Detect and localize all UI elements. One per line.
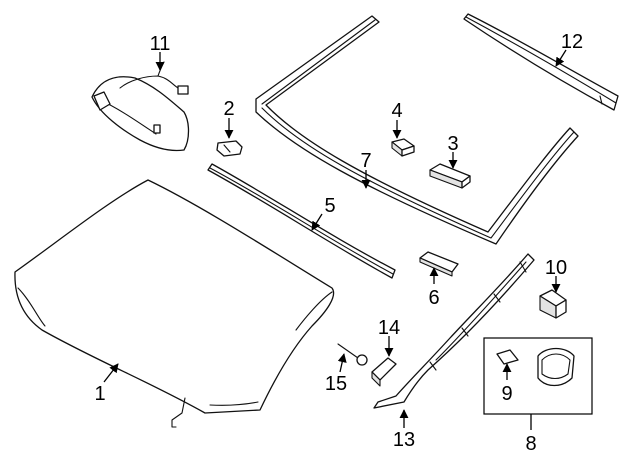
callout-4: 4: [391, 100, 402, 122]
windshield-part[interactable]: [255, 15, 579, 245]
callout-13: 13: [393, 429, 415, 451]
bracket-part-6[interactable]: [419, 251, 459, 277]
leader-5: [311, 213, 323, 231]
block-part-3[interactable]: [429, 163, 471, 189]
callout-12: 12: [561, 31, 583, 53]
callout-5: 5: [324, 195, 335, 217]
inset-box-8: [483, 337, 593, 415]
leader-15: [337, 353, 347, 373]
leader-lines: [103, 49, 567, 430]
callout-11: 11: [150, 33, 171, 55]
callout-9: 9: [501, 383, 512, 405]
clip-part-2[interactable]: [216, 140, 243, 157]
bolt-part[interactable]: [337, 343, 368, 366]
clip-part-8[interactable]: [537, 347, 575, 387]
clip-part-14[interactable]: [371, 357, 397, 387]
callout-1: 1: [94, 383, 105, 405]
mirror-part[interactable]: [91, 61, 190, 152]
callout-7: 7: [360, 150, 371, 172]
callout-8: 8: [525, 433, 536, 455]
pillar-garnish-part[interactable]: [373, 253, 535, 409]
callout-14: 14: [378, 317, 400, 339]
pad-part-9[interactable]: [496, 349, 519, 365]
leader-12: [555, 49, 567, 67]
callout-labels: 1 2 3 4 5 6 7 8 9 10 11 12 13 14 15: [94, 31, 583, 455]
callout-2: 2: [223, 98, 234, 120]
callout-10: 10: [545, 257, 567, 279]
callout-3: 3: [447, 133, 458, 155]
clip-part-10[interactable]: [539, 289, 567, 319]
cowl-seal-part[interactable]: [207, 163, 396, 279]
block-part-4[interactable]: [391, 138, 415, 157]
hood-part[interactable]: [14, 179, 335, 428]
roof-moulding-part[interactable]: [463, 13, 619, 111]
leader-1: [103, 363, 119, 383]
callout-15: 15: [325, 373, 347, 395]
callout-6: 6: [428, 287, 439, 309]
